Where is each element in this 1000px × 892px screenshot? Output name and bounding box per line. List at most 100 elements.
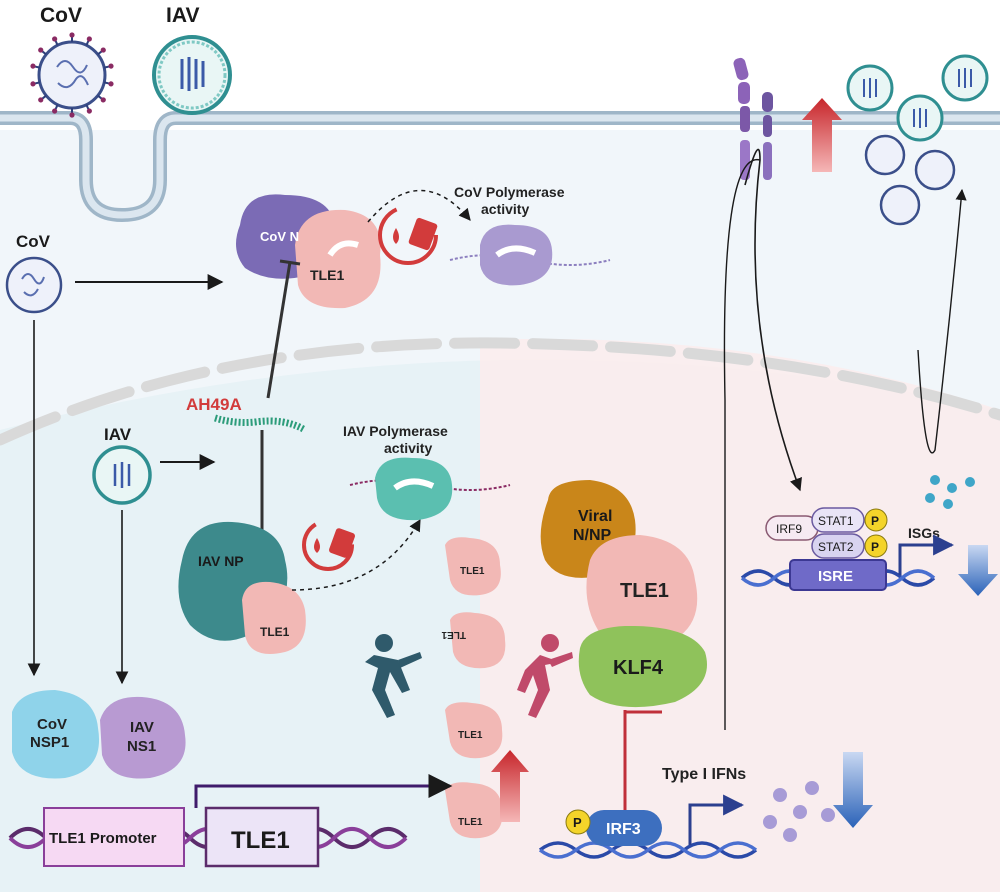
iav-polymerase-icon [349, 457, 511, 521]
cov-n-tle1-complex [236, 194, 381, 309]
cov-side-virion-icon [5, 256, 63, 314]
cov-nsp1-label-2: NSP1 [30, 734, 69, 751]
stat2-p-label: P [871, 540, 879, 554]
virus-release-up-arrow [802, 98, 842, 172]
isg-down-arrow [958, 545, 998, 596]
ifn-molecules [763, 781, 835, 842]
ifn-receptor-icon [733, 57, 773, 180]
tle1-gene-box [204, 806, 320, 868]
isre-label: ISRE [818, 568, 853, 585]
spike-protein-icon [85, 36, 92, 46]
isg-transcription-arrow [898, 534, 955, 575]
released-iav-virions [846, 54, 989, 142]
tle1-transcription-arrow [194, 774, 453, 808]
stat1-label: STAT1 [818, 514, 854, 528]
isg-molecules [925, 475, 975, 509]
spike-protein-icon [30, 63, 41, 69]
cov-nsp1-label-1: CoV [37, 716, 67, 733]
ifn-down-arrow [833, 752, 873, 828]
fuel-can-icon [378, 205, 438, 265]
fuel-can-icon-2 [302, 519, 355, 571]
released-cov-virions [864, 134, 956, 226]
irf9-label: IRF9 [776, 522, 802, 536]
tle1-iav-label: TLE1 [260, 625, 290, 639]
nucleus-pink-region [480, 338, 1000, 892]
cov-top-label: CoV [40, 4, 82, 27]
spike-protein-icon [97, 47, 106, 56]
cov-polymerase-arrow [367, 189, 471, 223]
free-tle1-label-2: TLE1 [441, 629, 466, 640]
spike-protein-icon [52, 104, 59, 114]
stat1-phospho-circle [864, 508, 888, 532]
ah49a-inhibit-covn [266, 261, 292, 399]
cov-virion-icon [30, 32, 114, 118]
virus-release-arrow [917, 188, 967, 454]
spike-protein-icon [85, 104, 92, 114]
klf4-label: KLF4 [613, 657, 664, 679]
viral-label-2: N/NP [573, 527, 612, 544]
iav-ns1-label-1: IAV [130, 719, 154, 736]
tle1-big-label: TLE1 [620, 580, 669, 602]
stat2-protein [811, 533, 865, 559]
stat2-phospho-circle [864, 534, 888, 558]
cov-poly-label-2: activity [481, 201, 529, 217]
spike-protein-icon [38, 47, 47, 56]
iav-poly-label-1: IAV Polymerase [343, 423, 448, 439]
receptor-to-isre-arrow [744, 148, 802, 492]
ah49a-peptide [213, 414, 307, 434]
spike-protein-icon [103, 81, 114, 87]
tle1-promoter-label: TLE1 Promoter [49, 830, 157, 847]
irf3-label: IRF3 [606, 821, 641, 838]
free-tle1-label-3: TLE1 [458, 730, 483, 741]
iav-ns1-protein [100, 696, 186, 779]
iav-polymerase-arrow [291, 518, 421, 591]
irf3-protein [586, 810, 662, 846]
irf3-phospho-circle [565, 809, 591, 835]
spike-protein-icon [69, 32, 75, 42]
free-tle1-molecules [445, 537, 506, 839]
free-tle1-label-1: TLE1 [460, 566, 485, 577]
stat1-protein [811, 507, 865, 533]
iav-np-label: IAV NP [198, 553, 244, 569]
isgs-label: ISGs [908, 525, 940, 541]
spike-protein-icon [38, 94, 47, 103]
tle1-cov-label: TLE1 [310, 267, 344, 283]
spike-protein-icon [69, 108, 75, 118]
iav-virion-icon [152, 35, 232, 115]
cov-side-label: CoV [16, 232, 51, 251]
free-tle1-label-4: TLE1 [458, 817, 483, 828]
cov-poly-label-1: CoV Polymerase [454, 184, 565, 200]
iav-np-tle1-complex [178, 521, 306, 654]
ah49a-label: AH49A [186, 395, 242, 414]
viral-label-1: Viral [578, 508, 612, 525]
red-person-pushing-icon [517, 634, 573, 718]
cov-n-label: CoV N [260, 229, 299, 244]
spike-protein-icon [52, 36, 59, 46]
tle1-gene-label: TLE1 [231, 827, 290, 854]
cov-nsp1-protein [12, 690, 100, 779]
irf3-p-label: P [573, 815, 582, 830]
stat1-p-label: P [871, 514, 879, 528]
tle1-promoter-box [43, 807, 185, 867]
spike-protein-icon [97, 94, 106, 103]
iav-side-virion-icon [92, 445, 152, 505]
plasma-membrane [0, 111, 1000, 223]
ifn-to-receptor-path [723, 159, 761, 730]
stat2-label: STAT2 [818, 540, 854, 554]
iav-top-label: IAV [166, 4, 199, 27]
iav-poly-label-2: activity [384, 440, 432, 456]
iav-ns1-label-2: NS1 [127, 738, 156, 755]
teal-person-pushing-icon [365, 634, 422, 718]
isre-box [789, 559, 887, 591]
type1-ifns-label: Type I IFNs [662, 766, 746, 783]
ifn-transcription-arrow [688, 794, 745, 845]
tle1-up-arrow [491, 750, 529, 822]
viral-np-tle1-klf4-complex [540, 480, 707, 708]
ifn-dna-strand-2 [538, 841, 758, 859]
cov-polymerase-icon [449, 224, 611, 286]
spike-protein-icon [30, 81, 41, 87]
nuclear-envelope [0, 337, 1000, 446]
spike-protein-icon [103, 63, 114, 69]
